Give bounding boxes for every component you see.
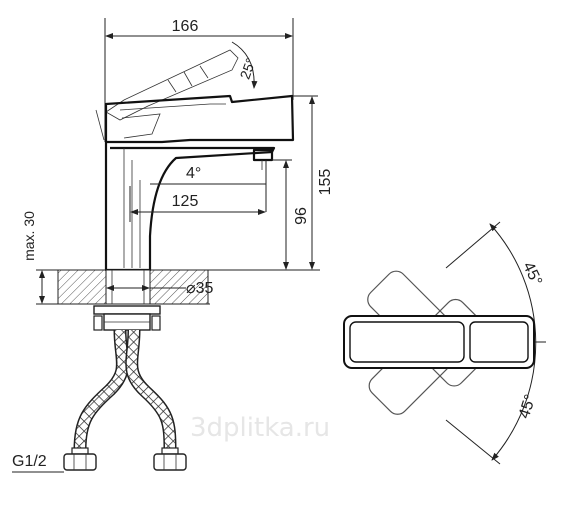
label-thread: G1/2 [12, 453, 47, 470]
lever-raised-outline [95, 49, 239, 141]
label-rotation-top: 45° [519, 259, 545, 288]
dimension-spout-height: 96 [272, 159, 310, 270]
dimension-total-height: 155 [293, 95, 334, 270]
label-total-height: 155 [317, 169, 334, 196]
deck-slab [50, 269, 320, 305]
dimension-spout-reach: 125 [129, 186, 266, 222]
label-spout-reach: 125 [172, 193, 199, 210]
label-deck-thickness: max. 30 [21, 211, 37, 261]
watermark: 3dplitka.ru [190, 413, 330, 443]
label-lever-angle: 25° [237, 56, 259, 81]
label-thread-group: G1/2 [12, 453, 64, 473]
top-view: 45° 45° [343, 221, 546, 465]
dimension-lever-angle: 25° [231, 41, 259, 89]
label-total-length: 166 [172, 18, 199, 35]
label-spout-angle: 4° [186, 165, 201, 182]
hose-fittings [63, 447, 187, 471]
lever-top-view [343, 315, 535, 369]
dimension-hole-diameter: ⌀35 [106, 280, 214, 297]
label-rotation-bottom: 45° [516, 392, 540, 420]
dimension-spout-angle: 4° [150, 160, 267, 212]
dimension-deck-thickness: max. 30 [21, 211, 58, 305]
label-spout-height: 96 [293, 207, 310, 225]
faucet-body [104, 94, 295, 272]
mounting-nut [93, 305, 161, 331]
dimension-total-length: 166 [104, 18, 294, 142]
flexible-hoses [73, 329, 177, 451]
side-view: 166 25° [12, 18, 334, 473]
label-hole-diameter: ⌀35 [186, 280, 214, 297]
